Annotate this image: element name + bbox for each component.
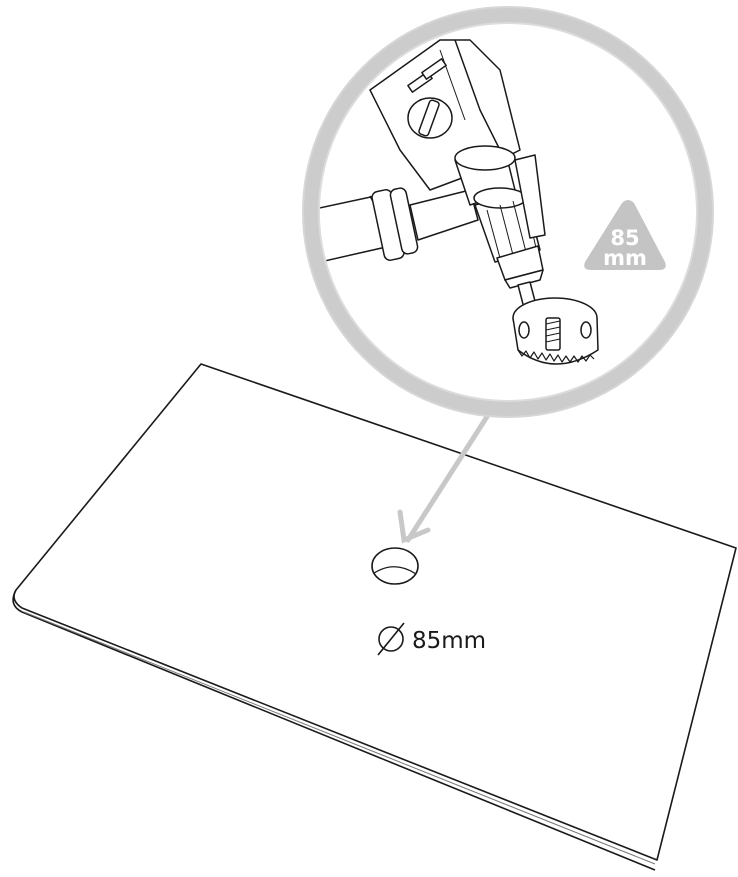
panel-top-face	[13, 363, 737, 861]
badge-shape	[584, 200, 666, 270]
size-badge: 85 mm	[584, 200, 666, 270]
panel	[12, 363, 737, 871]
panel-edge	[12, 589, 656, 871]
diameter-icon	[377, 622, 405, 656]
badge-number: 85	[610, 226, 639, 250]
dimension-text: 85mm	[412, 628, 486, 654]
pointer-arrow	[397, 409, 493, 544]
drill-illustration	[320, 39, 599, 365]
dimension-label: 85mm	[377, 622, 486, 656]
badge-unit: mm	[603, 246, 647, 270]
panel-edge-inner	[23, 611, 656, 865]
magnifier-detail	[302, 6, 714, 418]
drilled-hole	[371, 547, 419, 585]
